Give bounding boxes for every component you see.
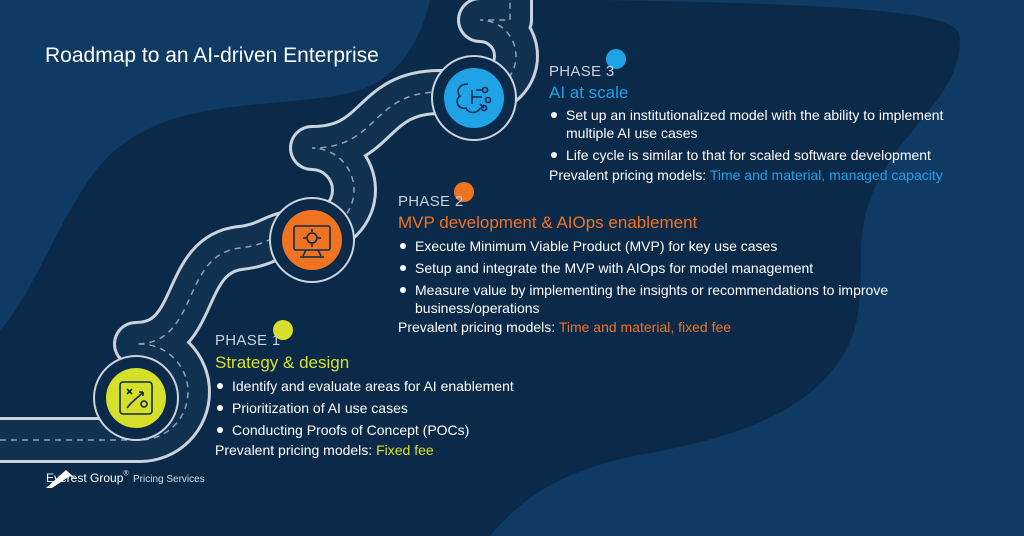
- phase1-name: Strategy & design: [215, 353, 350, 372]
- list-item: Prioritization of AI use cases: [215, 399, 555, 417]
- pricing-value: Time and material, fixed fee: [558, 319, 732, 335]
- phase2-label: PHASE 2: [398, 193, 464, 210]
- phase3-pricing: Prevalent pricing models: Time and mater…: [549, 167, 943, 183]
- phase2-node: [269, 197, 355, 283]
- list-item: Execute Minimum Viable Product (MVP) for…: [398, 237, 938, 255]
- phase3-node: [431, 55, 517, 141]
- phase2-dot: [454, 182, 474, 202]
- list-item: Conducting Proofs of Concept (POCs): [215, 421, 555, 439]
- phase1-dot: [273, 320, 293, 340]
- phase2-bullets: Execute Minimum Viable Product (MVP) for…: [398, 237, 938, 321]
- phase2-name: MVP development & AIOps enablement: [398, 213, 698, 232]
- phase3-dot: [606, 49, 626, 69]
- pricing-value: Time and material, managed capacity: [709, 167, 943, 183]
- phase3-name: AI at scale: [549, 83, 629, 102]
- phase1-label: PHASE 1: [215, 332, 281, 349]
- phase3-bullets: Set up an institutionalized model with t…: [549, 106, 989, 168]
- strategy-play-icon: [119, 381, 153, 415]
- phase1-pricing: Prevalent pricing models: Fixed fee: [215, 442, 434, 458]
- everest-group-logo: Everest Group® Pricing Services: [46, 469, 205, 487]
- list-item: Life cycle is similar to that for scaled…: [549, 146, 989, 164]
- gear-monitor-icon: [293, 225, 331, 258]
- logo-tagline: Pricing Services: [133, 474, 205, 485]
- page-title: Roadmap to an AI-driven Enterprise: [45, 44, 379, 67]
- pricing-label: Prevalent pricing models:: [215, 442, 373, 458]
- list-item: Measure value by implementing the insigh…: [398, 281, 938, 317]
- list-item: Identify and evaluate areas for AI enabl…: [215, 377, 555, 395]
- phase1-node: [93, 355, 179, 441]
- pricing-value: Fixed fee: [376, 442, 434, 458]
- everest-logo-mark: [46, 470, 76, 488]
- top-left-blob: [0, 0, 430, 330]
- list-item: Set up an institutionalized model with t…: [549, 106, 989, 142]
- right-blob: [490, 0, 1024, 536]
- pricing-label: Prevalent pricing models:: [549, 167, 707, 183]
- phase1-bullets: Identify and evaluate areas for AI enabl…: [215, 377, 555, 443]
- pricing-label: Prevalent pricing models:: [398, 319, 556, 335]
- phase3-label: PHASE 3: [549, 63, 615, 80]
- logo-registered: ®: [123, 470, 129, 478]
- phase2-pricing: Prevalent pricing models: Time and mater…: [398, 319, 731, 335]
- brain-circuit-icon: [456, 83, 492, 114]
- logo-name: Everest Group: [46, 471, 124, 485]
- list-item: Setup and integrate the MVP with AIOps f…: [398, 259, 938, 277]
